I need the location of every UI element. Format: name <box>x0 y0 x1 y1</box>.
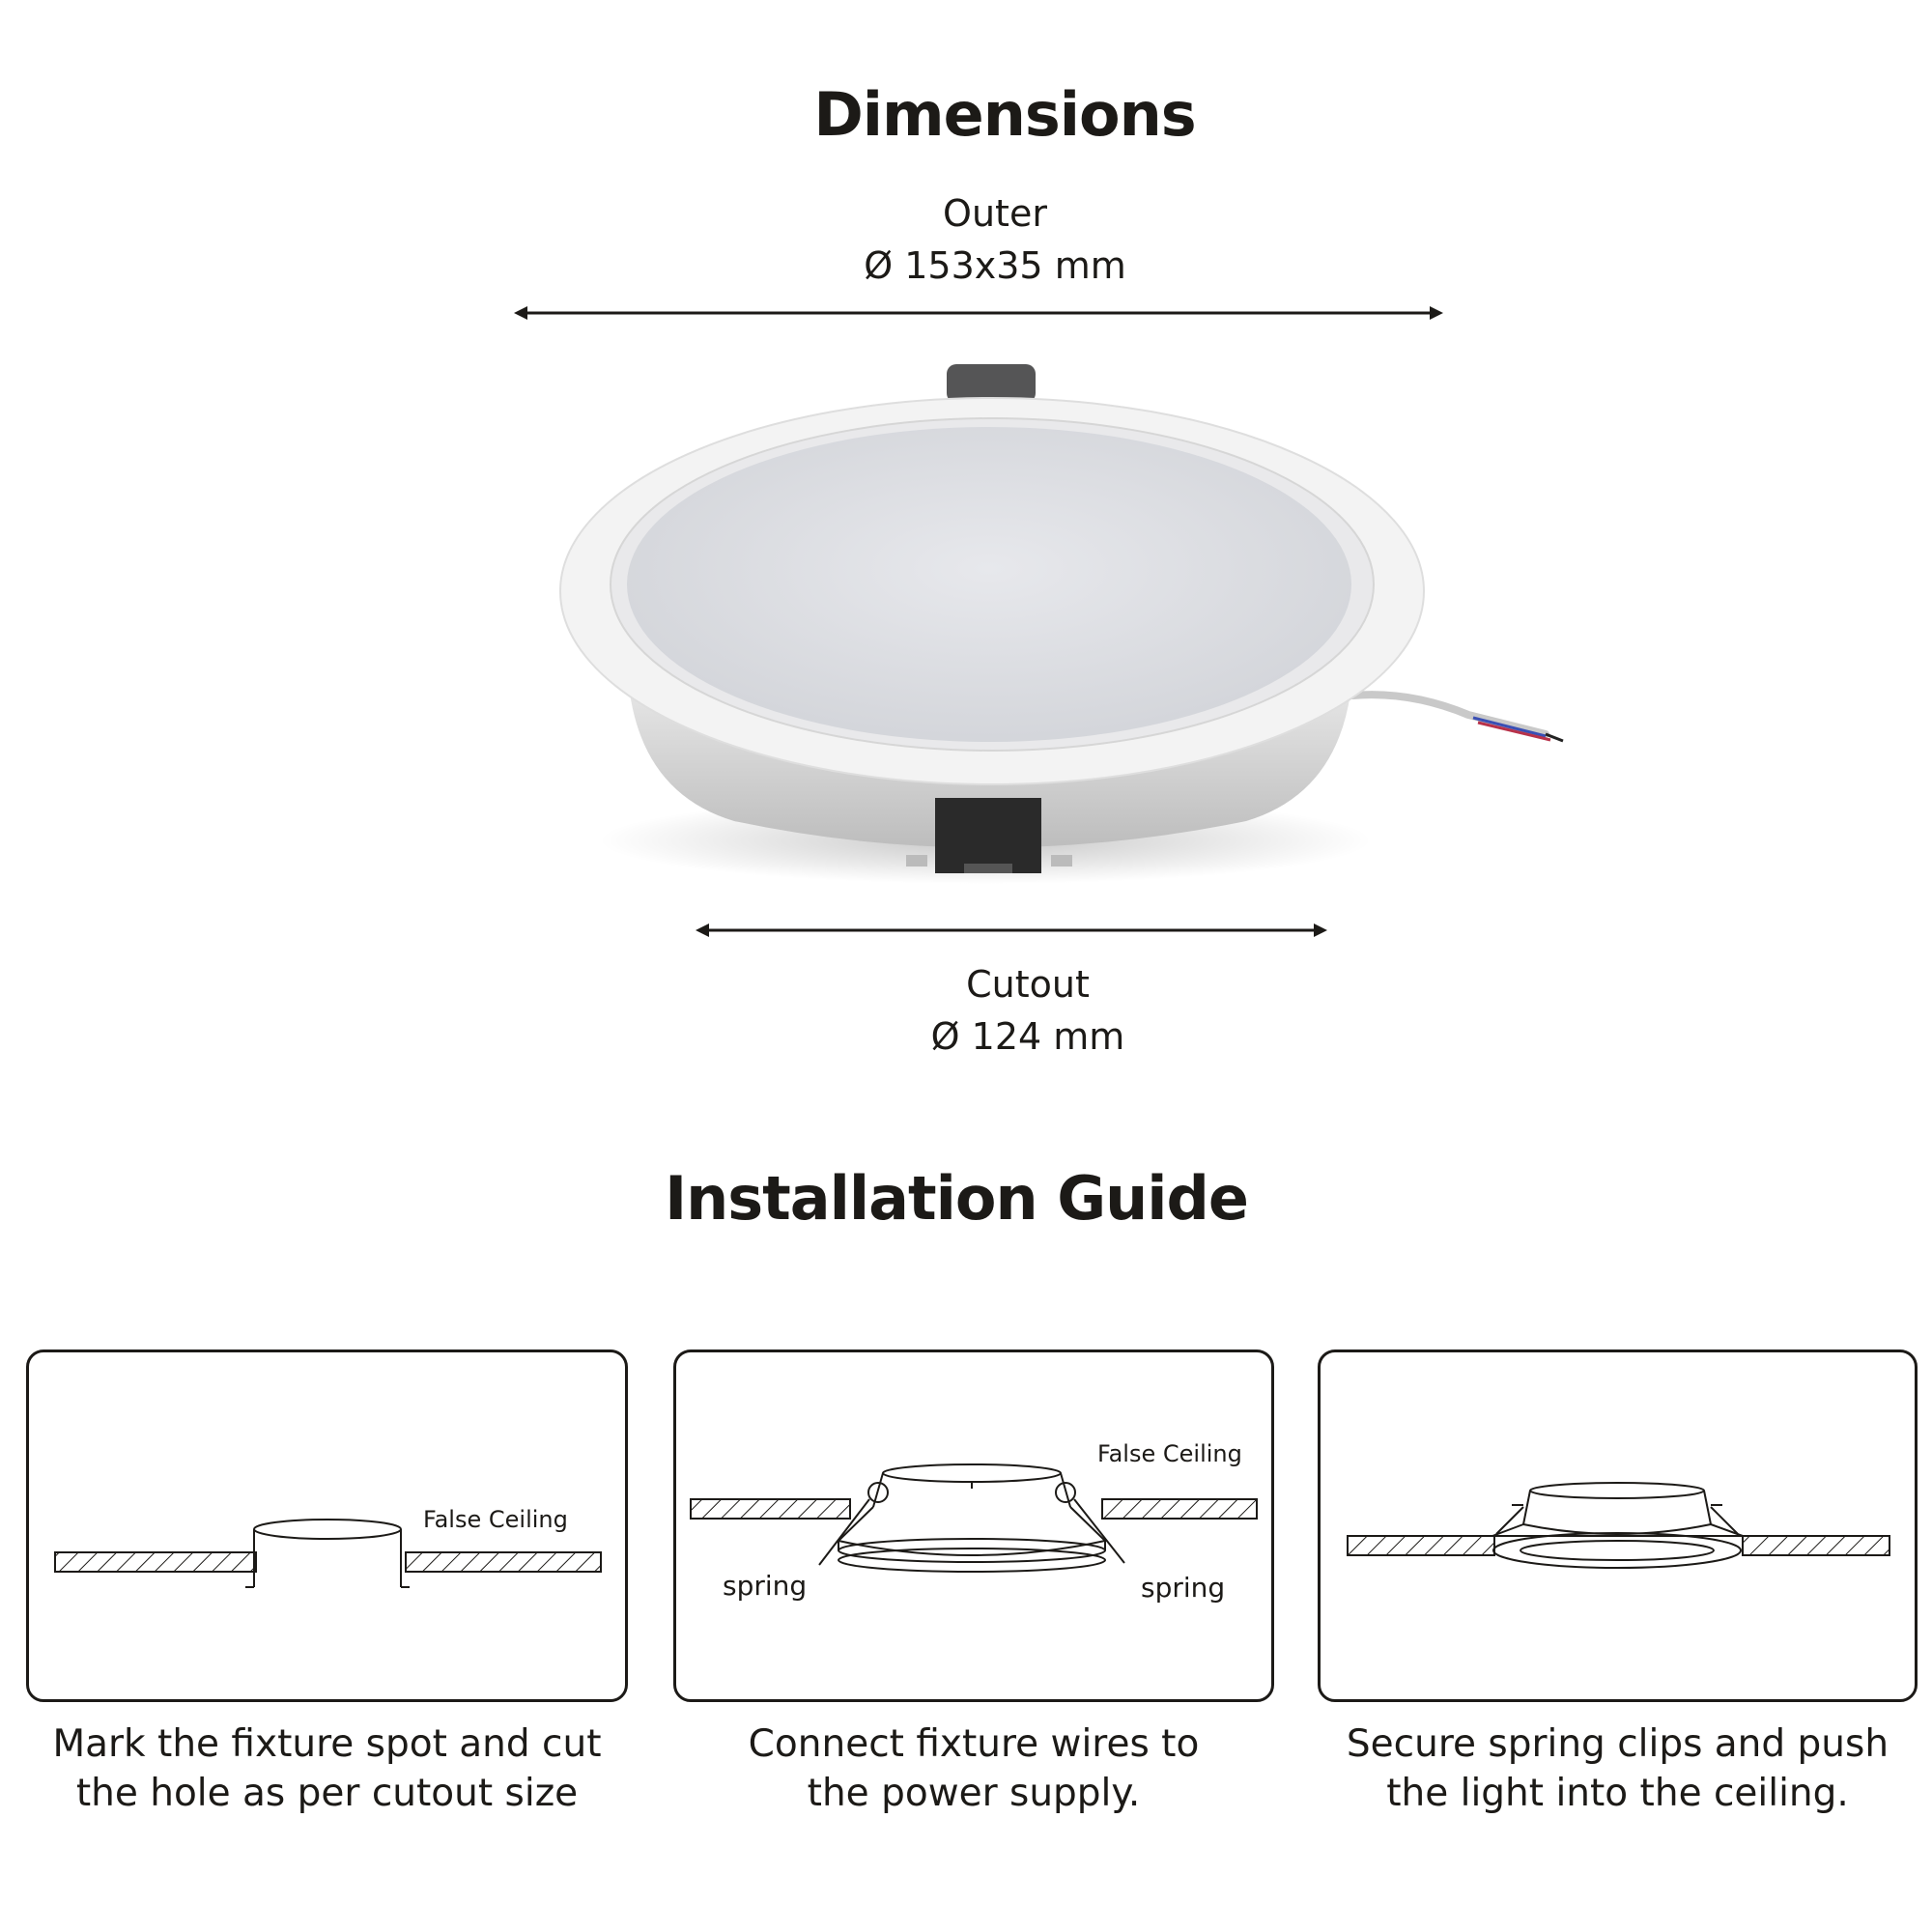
step-1-panel: False Ceiling <box>26 1350 628 1702</box>
step-3-diagram <box>1347 1482 1890 1569</box>
outer-label: Outer <box>943 192 1047 235</box>
bottom-spring-clip <box>906 798 1072 873</box>
installation-title: Installation Guide <box>665 1163 1249 1234</box>
installed-fixture-outline <box>1492 1482 1744 1569</box>
product-dimension-figure <box>514 306 1564 937</box>
cutout-dimension-arrow <box>696 923 1327 937</box>
dimensions-title: Dimensions <box>813 79 1196 150</box>
step-1-caption-line2: the hole as per cutout size <box>75 1772 579 1815</box>
ceiling-left <box>1347 1535 1495 1556</box>
step-2-caption: Connect fixture wires to the power suppl… <box>673 1719 1274 1818</box>
step-2-panel: False Ceiling spring spring <box>673 1350 1274 1702</box>
ceiling-left <box>690 1498 851 1520</box>
power-wire <box>1349 691 1564 743</box>
outer-dimension-label: Outer Ø 153x35 mm <box>705 187 1285 292</box>
step-2-caption-line2: the power supply. <box>807 1772 1141 1815</box>
step-2-caption-line1: Connect fixture wires to <box>748 1722 1200 1766</box>
step-1-caption-line1: Mark the fixture spot and cut <box>52 1722 602 1766</box>
outer-value: Ø 153x35 mm <box>864 244 1126 287</box>
step-3-caption-line1: Secure spring clips and push <box>1346 1722 1889 1766</box>
ceiling-right <box>405 1551 602 1573</box>
top-spring-clip <box>947 364 1036 403</box>
step-1-diagram: False Ceiling <box>54 1506 602 1588</box>
step-1-caption: Mark the fixture spot and cut the hole a… <box>26 1719 628 1818</box>
spring-left-label: spring <box>723 1570 807 1602</box>
cutout-value: Ø 124 mm <box>930 1015 1125 1058</box>
ceiling-right <box>1742 1535 1890 1556</box>
cutout-dimension-label: Cutout Ø 124 mm <box>738 958 1318 1063</box>
fixture-lens <box>627 427 1351 742</box>
false-ceiling-label: False Ceiling <box>1097 1440 1242 1467</box>
step-2-diagram: False Ceiling spring spring <box>690 1440 1258 1604</box>
spring-right-label: spring <box>1141 1572 1225 1604</box>
ceiling-left <box>54 1551 257 1573</box>
ceiling-right <box>1101 1498 1258 1520</box>
tilted-fixture-outline <box>818 1463 1125 1573</box>
outer-dimension-arrow <box>514 306 1443 320</box>
cut-hole-fixture-outline <box>245 1519 410 1588</box>
step-3-caption-line2: the light into the ceiling. <box>1386 1772 1849 1815</box>
step-3-caption: Secure spring clips and push the light i… <box>1318 1719 1918 1818</box>
false-ceiling-label: False Ceiling <box>423 1506 568 1533</box>
step-3-panel <box>1318 1350 1918 1702</box>
cutout-label: Cutout <box>966 963 1090 1006</box>
